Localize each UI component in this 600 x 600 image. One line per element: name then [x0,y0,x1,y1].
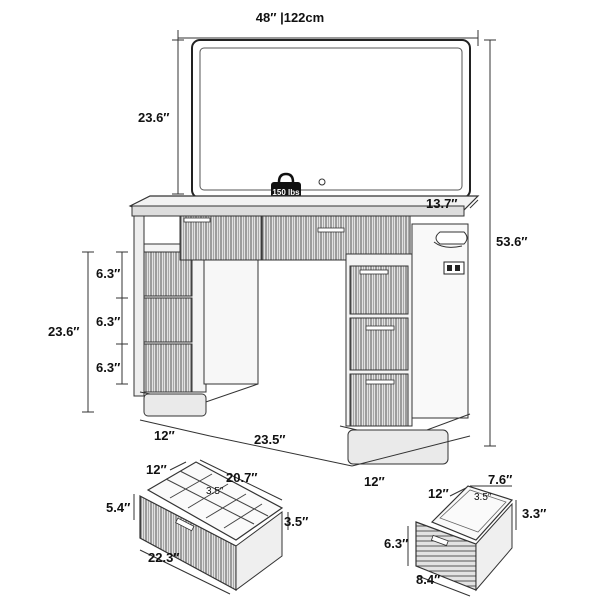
drawer-height-3-label: 6.3″ [96,360,120,375]
left-plinth [143,393,207,417]
mirror-height-label: 23.6″ [138,110,170,125]
small-drawer-width-label: 7.6″ [488,472,512,487]
large-drawer-divider-label: 3.5″ [206,486,224,497]
large-drawer-front-width-label: 22.3″ [148,550,180,565]
small-drawer-depth-label: 12″ [428,486,449,501]
small-drawer-detail [415,485,514,592]
large-drawer-detail [139,461,284,592]
small-drawer-inner-height-label: 3.3″ [522,506,546,521]
weight-lbs: 150 lbs [272,188,300,197]
hair-tool-holder-icon [433,231,468,248]
right-plinth [347,429,449,465]
small-drawer-front-width-label: 8.4″ [416,572,440,587]
small-drawer-divider-label: 3.5″ [474,492,492,503]
mirror [191,39,471,199]
left-drawer-2 [143,297,193,343]
drawer-dividers [165,470,269,529]
drawer-height-1-label: 6.3″ [96,266,120,281]
large-drawer-depth-label: 12″ [146,462,167,477]
large-drawer-width-label: 20.7″ [226,470,258,485]
center-apron [179,215,411,261]
drawer-height-2-label: 6.3″ [96,314,120,329]
power-outlet-icon [443,261,465,275]
top-depth-label: 13.7″ [426,196,458,211]
overall-width-label: 48″ |122cm [256,10,324,25]
left-drawer-3 [143,343,193,393]
right-cabinet-width-label: 12″ [364,474,385,489]
small-drawer-front-height-label: 6.3″ [384,536,408,551]
large-drawer-inner-height-label: 3.5″ [284,514,308,529]
large-drawer-front-height-label: 5.4″ [106,500,130,515]
knee-space-width-label: 23.5″ [254,432,286,447]
right-cabinet [339,223,471,465]
left-cabinet-width-label: 12″ [154,428,175,443]
total-height-label: 53.6″ [496,234,528,249]
touch-sensor-icon [318,178,326,186]
dimension-lines [82,30,496,467]
cabinet-height-label: 23.6″ [48,324,80,339]
